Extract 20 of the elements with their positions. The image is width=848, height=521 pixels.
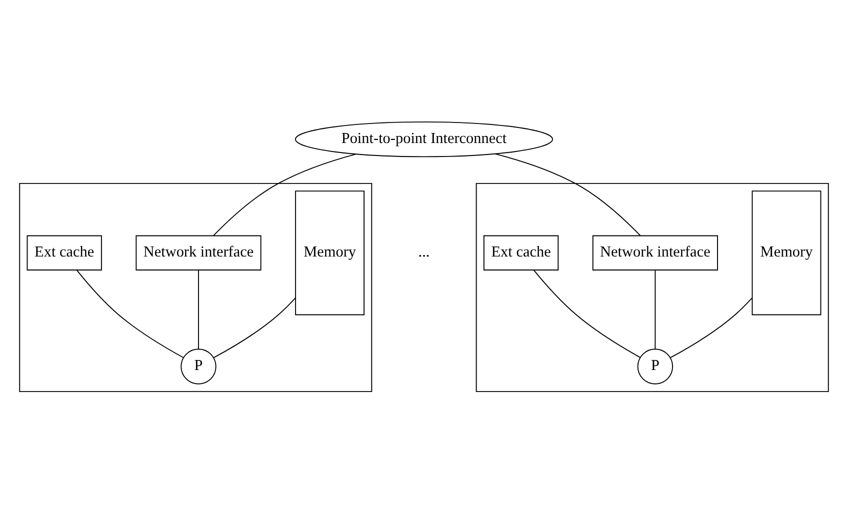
node-box: Ext cache [483, 235, 559, 270]
connector [76, 270, 184, 358]
connector [654, 270, 656, 350]
node-box: Network interface [136, 235, 262, 270]
connector [670, 297, 753, 358]
cluster [19, 182, 372, 392]
node-box: Memory [752, 190, 822, 316]
connector [198, 270, 199, 350]
node-box: Ext cache [26, 235, 102, 270]
connector [533, 270, 641, 358]
node-ellipse: Point-to-point Interconnect [294, 121, 554, 158]
connector [494, 153, 641, 236]
connector [213, 154, 356, 236]
node-box: Network interface [592, 235, 718, 270]
label: ... [418, 244, 430, 261]
node-circle: P [180, 348, 216, 384]
node-box: Memory [295, 190, 365, 316]
node-circle: P [637, 348, 674, 384]
connector [213, 297, 296, 358]
cluster [476, 182, 829, 392]
